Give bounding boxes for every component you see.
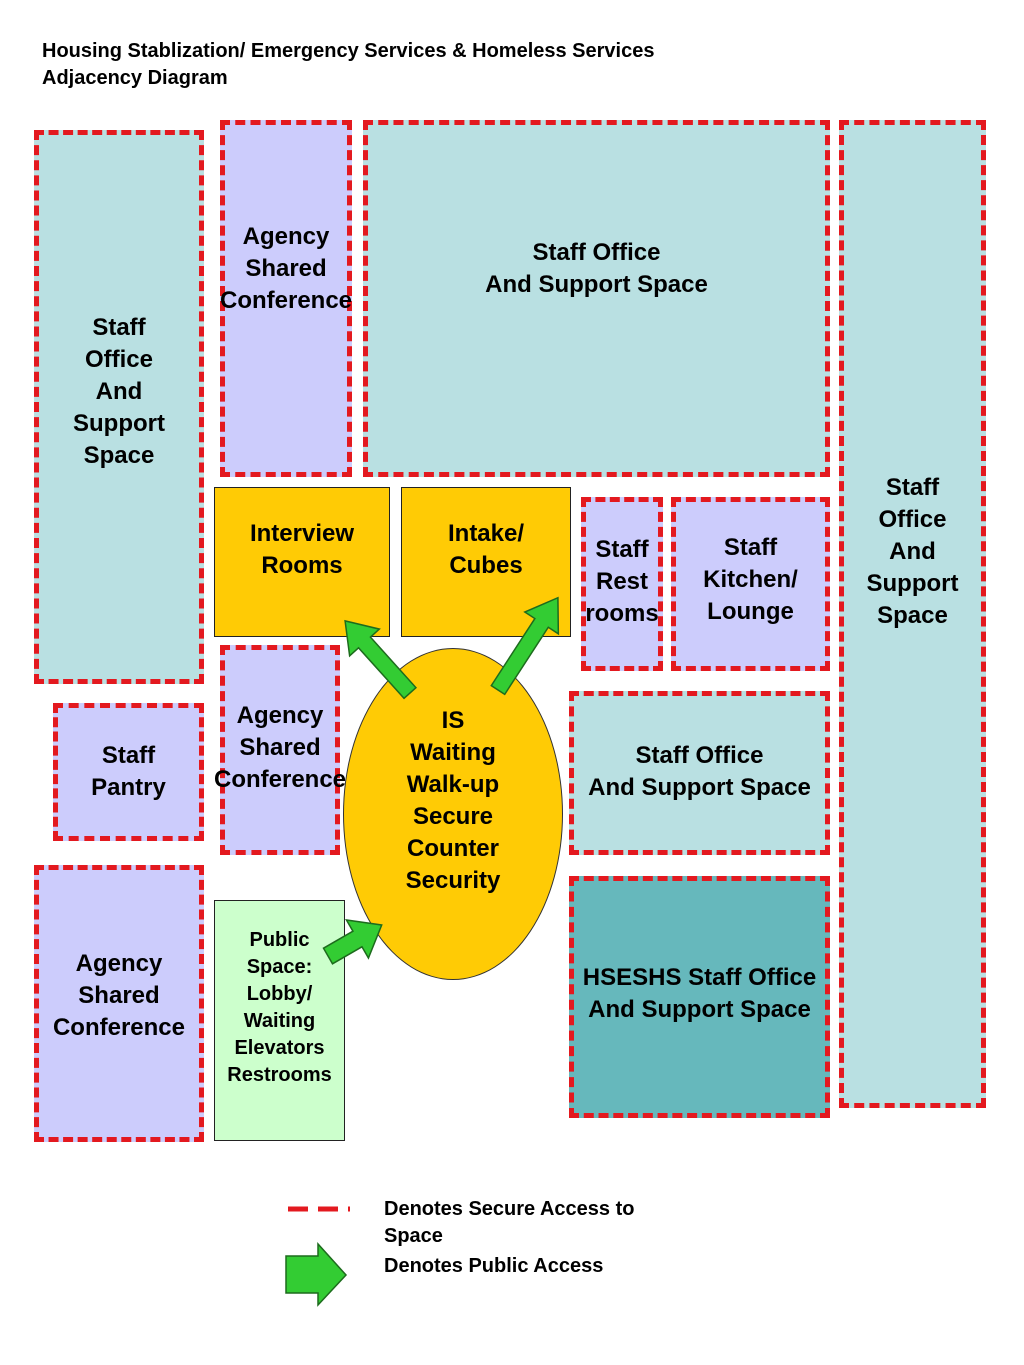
- public-space-lobby-label: Public Space: Lobby/ Waiting Elevators R…: [227, 928, 332, 1086]
- agency-conference-mid-label: Agency Shared Conference: [213, 702, 347, 793]
- legend-public-text: Denotes Public Access: [384, 1255, 604, 1277]
- agency-conference-bottom-label: Agency Shared Conference: [52, 949, 186, 1041]
- intake-cubes-label: Intake/ Cubes: [447, 520, 525, 579]
- staff-office-top-label: Staff Office And Support Space: [485, 238, 708, 298]
- public-access-arrow-interview: [344, 619, 418, 700]
- staff-kitchen-lounge-label: Staff Kitchen/ Lounge: [703, 534, 798, 625]
- staff-office-top: Staff Office And Support Space: [363, 120, 830, 477]
- diagram-title: Housing Stablization/ Emergency Services…: [42, 38, 654, 92]
- legend-public-arrow: [285, 1242, 348, 1307]
- interview-rooms: Interview Rooms: [214, 487, 390, 637]
- agency-conference-top-label: Agency Shared Conference: [219, 222, 353, 314]
- public-space-lobby: Public Space: Lobby/ Waiting Elevators R…: [214, 900, 345, 1141]
- agency-conference-bottom: Agency Shared Conference: [34, 865, 204, 1142]
- agency-conference-top: Agency Shared Conference: [220, 120, 352, 477]
- staff-office-left-label: Staff Office And Support Space: [73, 314, 165, 469]
- public-access-arrow-intake: [490, 596, 560, 696]
- staff-office-left: Staff Office And Support Space: [34, 130, 204, 684]
- staff-restrooms-label: Staff Rest rooms: [585, 536, 659, 627]
- staff-office-right-label: Staff Office And Support Space: [866, 474, 959, 629]
- staff-pantry-label: Staff Pantry: [91, 742, 166, 801]
- staff-pantry: Staff Pantry: [53, 703, 204, 841]
- legend-secure-text: Denotes Secure Access to Space: [384, 1198, 635, 1247]
- staff-kitchen-lounge: Staff Kitchen/ Lounge: [671, 497, 830, 671]
- staff-office-right: Staff Office And Support Space: [839, 120, 986, 1108]
- public-access-arrow-lobby: [322, 918, 383, 965]
- title-line-2: Adjacency Diagram: [42, 67, 228, 89]
- hseshs-staff-office: HSESHS Staff Office And Support Space: [569, 876, 830, 1118]
- interview-rooms-label: Interview Rooms: [249, 520, 355, 579]
- agency-conference-mid: Agency Shared Conference: [214, 645, 346, 855]
- staff-office-mid-label: Staff Office And Support Space: [588, 742, 811, 801]
- is-waiting-counter-label: IS Waiting Walk-up Secure Counter Securi…: [405, 707, 501, 894]
- title-line-1: Housing Stablization/ Emergency Services…: [42, 40, 655, 62]
- staff-restrooms: Staff Rest rooms: [581, 497, 663, 671]
- staff-office-mid: Staff Office And Support Space: [569, 691, 830, 855]
- intake-cubes: Intake/ Cubes: [401, 487, 571, 637]
- hseshs-staff-office-label: HSESHS Staff Office And Support Space: [582, 964, 817, 1023]
